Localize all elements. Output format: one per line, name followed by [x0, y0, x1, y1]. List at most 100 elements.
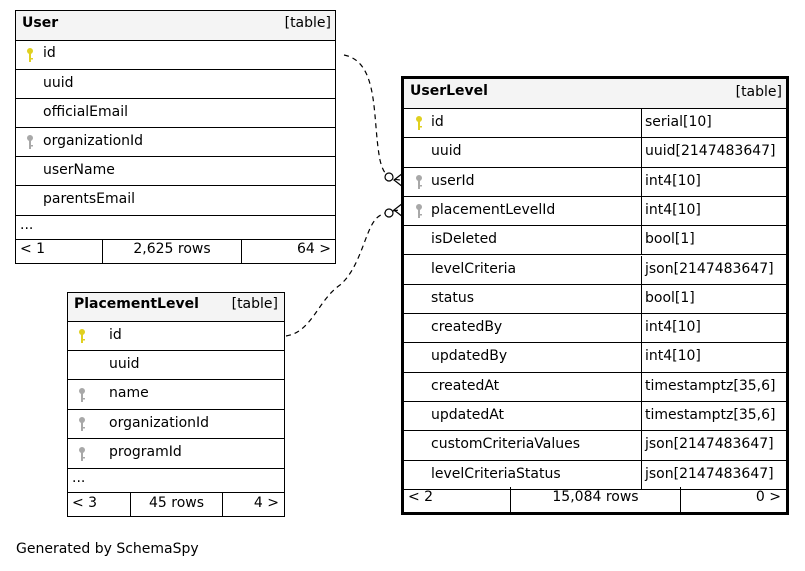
table-placementlevel[interactable]: PlacementLevel [table] id uuid name orga… [67, 292, 285, 517]
column-name: name [109, 385, 149, 401]
table-name: UserLevel [410, 83, 488, 99]
column-row[interactable]: updatedAt timestamptz[35,6] [404, 402, 786, 432]
ellipsis: ... [72, 470, 86, 486]
parents-count[interactable]: < 2 [408, 489, 434, 505]
column-type: int4[10] [641, 167, 786, 196]
column-row[interactable]: createdAt timestamptz[35,6] [404, 372, 786, 402]
column-name: levelCriteriaStatus [431, 465, 561, 482]
children-count[interactable]: 64 > [241, 239, 335, 263]
primary-key-icon [27, 48, 33, 62]
column-row[interactable]: userId int4[10] [404, 167, 786, 197]
more-columns-row[interactable]: ... [16, 216, 335, 240]
children-count[interactable]: 0 > [680, 487, 786, 512]
column-row[interactable]: id [16, 41, 335, 70]
table-name: User [22, 15, 59, 31]
column-name: uuid [109, 356, 140, 372]
row-count: 45 rows [130, 493, 222, 516]
table-userlevel[interactable]: UserLevel [table] id serial[10] uuid uuid[2… [401, 76, 789, 515]
parents-count[interactable]: < 3 [72, 495, 98, 511]
column-name: id [43, 45, 56, 61]
column-name: officialEmail [43, 104, 128, 120]
column-name: updatedAt [431, 407, 505, 423]
column-name: id [431, 114, 444, 130]
primary-key-icon [416, 116, 422, 131]
column-type: serial[10] [641, 109, 786, 138]
column-name: organizationId [109, 415, 210, 431]
column-type: timestamptz[35,6] [641, 372, 786, 401]
column-type: timestamptz[35,6] [641, 402, 786, 431]
generated-by-label: Generated by SchemaSpy [16, 541, 199, 557]
foreign-key-icon [79, 387, 85, 402]
foreign-key-icon [416, 204, 422, 219]
edge-crowfoot-marker [393, 172, 404, 188]
edge-user-to-userlevel [343, 54, 404, 181]
row-count: 15,084 rows [510, 487, 680, 512]
column-name: userName [43, 162, 115, 178]
table-type: [table] [231, 296, 278, 312]
column-row[interactable]: officialEmail [16, 99, 335, 128]
parents-count[interactable]: < 1 [20, 241, 46, 257]
foreign-key-icon [416, 174, 422, 189]
foreign-key-icon [79, 446, 85, 461]
column-row[interactable]: levelCriteria json[2147483647] [404, 255, 786, 285]
table-type: [table] [735, 84, 782, 100]
column-row[interactable]: id serial[10] [404, 109, 786, 139]
column-row[interactable]: parentsEmail [16, 186, 335, 216]
column-type: json[2147483647] [641, 431, 786, 460]
column-name: customCriteriaValues [431, 436, 581, 453]
column-row[interactable]: programId [68, 439, 284, 469]
column-name: organizationId [43, 133, 144, 149]
column-name: createdAt [431, 377, 500, 394]
column-name: uuid [431, 143, 462, 160]
edge-zero-marker [384, 172, 394, 182]
column-row[interactable]: uuid uuid[2147483647] [404, 138, 786, 168]
foreign-key-icon [27, 135, 33, 149]
column-type: int4[10] [641, 196, 786, 226]
column-row[interactable]: uuid [68, 351, 284, 380]
column-type: int4[10] [641, 343, 786, 372]
column-name: parentsEmail [43, 191, 136, 207]
column-type: bool[1] [641, 226, 786, 255]
table-name: PlacementLevel [74, 296, 199, 312]
table-footer: < 3 45 rows 4 > [68, 493, 284, 516]
column-row[interactable]: userName [16, 157, 335, 186]
column-type: uuid[2147483647] [641, 138, 786, 167]
column-type: bool[1] [641, 284, 786, 314]
column-row[interactable]: customCriteriaValues json[2147483647] [404, 431, 786, 461]
table-user[interactable]: User [table] id uuid officialEmail organ… [15, 10, 336, 264]
table-type: [table] [284, 15, 331, 31]
table-footer: < 1 2,625 rows 64 > [16, 239, 335, 263]
column-row[interactable]: id [68, 322, 284, 351]
edge-zero-marker [384, 208, 394, 218]
column-type: json[2147483647] [641, 460, 786, 489]
column-row[interactable]: organizationId [68, 410, 284, 439]
table-header: User [table] [16, 11, 335, 41]
column-name: updatedBy [431, 348, 508, 365]
foreign-key-icon [79, 417, 85, 431]
column-row[interactable]: status bool[1] [404, 284, 786, 315]
column-name: id [109, 327, 122, 343]
column-name: createdBy [431, 319, 503, 336]
column-row[interactable]: updatedBy int4[10] [404, 343, 786, 373]
row-count: 2,625 rows [102, 239, 241, 263]
column-type: json[2147483647] [641, 255, 786, 284]
more-columns-row[interactable]: ... [68, 469, 284, 493]
children-count[interactable]: 4 > [222, 493, 284, 516]
column-name: userId [431, 172, 475, 189]
column-row[interactable]: levelCriteriaStatus json[2147483647] [404, 460, 786, 490]
column-row[interactable]: name [68, 380, 284, 410]
column-name: levelCriteria [431, 260, 517, 277]
column-row[interactable]: placementLevelId int4[10] [404, 196, 786, 227]
column-type: int4[10] [641, 314, 786, 343]
primary-key-icon [79, 329, 85, 343]
column-name: status [431, 289, 475, 306]
table-header: UserLevel [table] [404, 79, 786, 109]
column-row[interactable]: createdBy int4[10] [404, 314, 786, 344]
edge-crowfoot-marker [393, 202, 404, 218]
column-row[interactable]: organizationId [16, 128, 335, 157]
column-name: uuid [43, 75, 74, 91]
column-name: placementLevelId [431, 201, 556, 218]
column-row[interactable]: uuid [16, 70, 335, 99]
